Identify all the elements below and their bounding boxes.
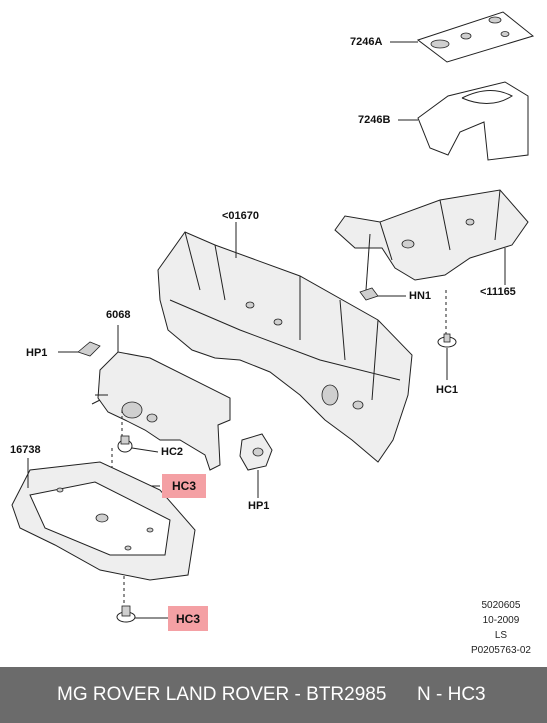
label-11165: <11165 (480, 286, 516, 298)
footer-code: N - HC3 (417, 684, 486, 705)
part-hc2-fastener (117, 410, 159, 453)
part-7246b-cover (398, 81, 529, 161)
label-6068: 6068 (106, 309, 131, 321)
footer-brands: MG ROVER LAND ROVER - BTR2985 (57, 684, 387, 705)
label-hc3-lower-highlight[interactable]: HC3 (168, 606, 208, 631)
part-hc1-fastener (437, 290, 457, 380)
label-7246a: 7246A (350, 36, 383, 48)
label-hn1: HN1 (409, 290, 432, 302)
meta-code: 5020605 (481, 600, 521, 611)
label-16738: 16738 (10, 444, 41, 456)
part-hc3-lower (116, 576, 168, 623)
meta-ref: P0205763-02 (470, 645, 531, 656)
part-hp1-right (239, 433, 273, 498)
label-hp1-right: HP1 (248, 500, 270, 512)
part-11165-reinforcement (334, 189, 529, 285)
part-hn1-clip (359, 233, 406, 301)
label-hc1: HC1 (436, 384, 459, 396)
part-hp1-left (58, 341, 101, 357)
meta-date: 10-2009 (482, 615, 520, 626)
part-16738-tray (11, 458, 196, 581)
footer-bar: MG ROVER LAND ROVER - BTR2985 N - HC3 (0, 667, 547, 723)
part-6068-insulator (91, 325, 231, 471)
part-01670-dash-panel (157, 222, 413, 463)
label-hc2: HC2 (161, 446, 184, 458)
label-7246b: 7246B (358, 114, 391, 126)
label-hp1-left: HP1 (26, 347, 48, 359)
parts-diagram (11, 11, 535, 623)
part-7246a-plate (390, 11, 535, 63)
label-01670: <01670 (222, 210, 260, 222)
diagram-meta: 5020605 10-2009 LS P0205763-02 (471, 598, 531, 658)
label-hc3-upper-highlight[interactable]: HC3 (162, 474, 206, 498)
meta-ls: LS (494, 630, 508, 641)
